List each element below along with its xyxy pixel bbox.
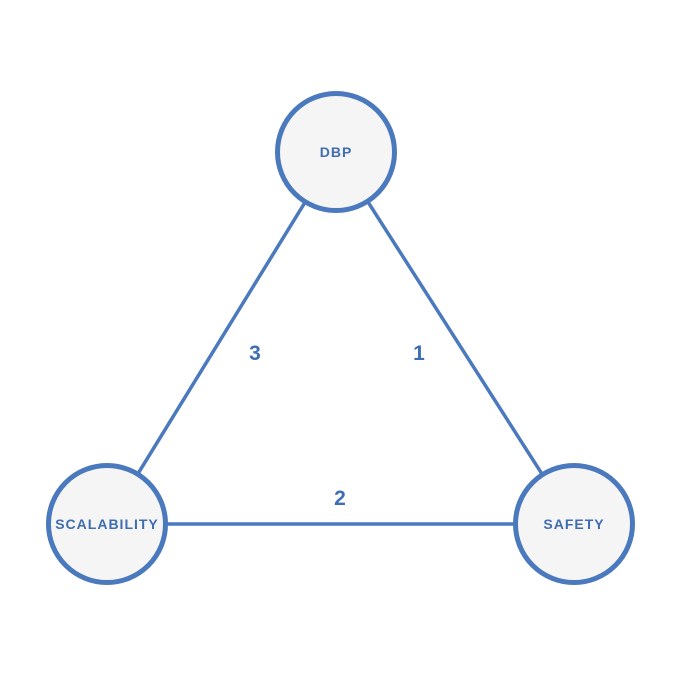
node-safety-circle[interactable] xyxy=(513,463,635,585)
edge-weight-scalability-safety: 2 xyxy=(334,487,346,510)
node-scalability-circle[interactable] xyxy=(46,463,168,585)
node-safety[interactable]: SAFETY xyxy=(513,463,635,585)
edge-weight-dbp-scalability: 3 xyxy=(249,342,261,365)
node-dbp[interactable]: DBP xyxy=(275,91,397,213)
node-safety-label: SAFETY xyxy=(543,516,604,532)
edge-weight-dbp-safety: 1 xyxy=(413,342,425,365)
edge-dbp-scalability xyxy=(105,151,338,525)
node-dbp-circle[interactable] xyxy=(275,91,397,213)
node-dbp-label: DBP xyxy=(320,144,353,160)
edges xyxy=(105,151,576,526)
node-scalability[interactable]: SCALABILITY xyxy=(46,463,168,585)
node-scalability-label: SCALABILITY xyxy=(55,516,159,532)
edge-dbp-safety xyxy=(334,151,576,525)
edge-weights: 3 1 2 xyxy=(249,342,425,510)
